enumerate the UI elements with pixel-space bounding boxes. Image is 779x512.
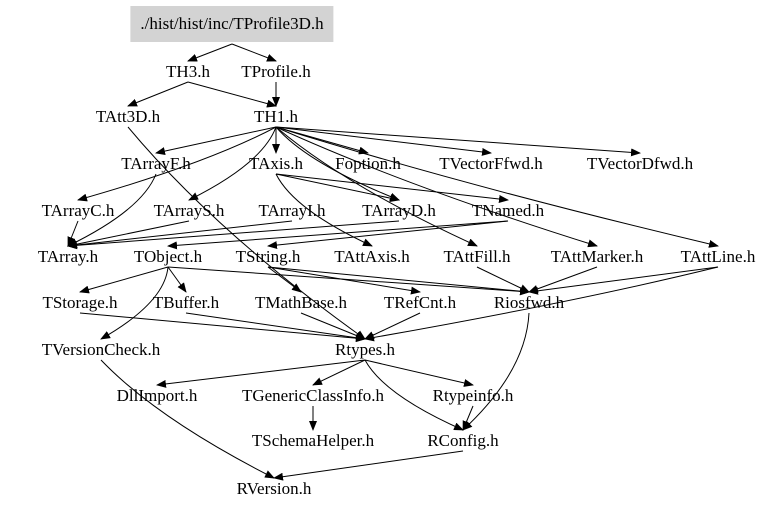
edge-rtypes-to-dll-import bbox=[156, 359, 366, 388]
node-tarray-s[interactable]: TArrayS.h bbox=[153, 201, 225, 220]
node-tversion-check[interactable]: TVersionCheck.h bbox=[41, 340, 161, 359]
node-tatt-axis[interactable]: TAttAxis.h bbox=[334, 247, 410, 266]
edge-tarray-s-to-tarray bbox=[67, 220, 190, 249]
edge-th3-to-th1 bbox=[187, 81, 277, 108]
edge-tnamed-to-tobject bbox=[167, 220, 509, 250]
node-tarray-f[interactable]: TArrayF.h bbox=[121, 154, 191, 173]
edge-rtypes-to-tgeneric-class-info bbox=[312, 359, 366, 386]
node-tnamed[interactable]: TNamed.h bbox=[471, 201, 545, 220]
edge-tprofile3-d-to-tprofile bbox=[231, 43, 277, 62]
edge-taxis-to-tnamed bbox=[275, 173, 509, 203]
edge-tatt-fill-to-riosfwd bbox=[476, 266, 530, 293]
node-rtypeinfo[interactable]: Rtypeinfo.h bbox=[432, 386, 514, 405]
node-th3[interactable]: TH3.h bbox=[166, 62, 210, 81]
node-tvector-dfwd[interactable]: TVectorDfwd.h bbox=[586, 154, 694, 173]
edge-rtypes-to-rconfig bbox=[364, 359, 464, 431]
edge-tarray-f-to-tarray bbox=[67, 173, 157, 247]
edge-tstring-to-tmath-base bbox=[267, 266, 302, 293]
node-tmath-base[interactable]: TMathBase.h bbox=[254, 293, 348, 312]
node-tarray-d[interactable]: TArrayD.h bbox=[362, 201, 436, 220]
edge-tstring-to-tref-cnt bbox=[267, 266, 421, 295]
node-tprofile3-d[interactable]: ./hist/hist/inc/TProfile3D.h bbox=[130, 6, 334, 42]
edge-th3-to-tatt3-d bbox=[127, 81, 189, 107]
node-tatt-line[interactable]: TAttLine.h bbox=[680, 247, 756, 266]
edge-tobject-to-tbuffer bbox=[167, 266, 187, 293]
node-tbuffer[interactable]: TBuffer.h bbox=[152, 293, 220, 312]
node-tarray[interactable]: TArray.h bbox=[37, 247, 99, 266]
node-tatt3-d[interactable]: TAtt3D.h bbox=[95, 107, 161, 126]
edge-tstorage-to-rtypes bbox=[79, 312, 366, 343]
edge-th1-to-tvector-dfwd bbox=[275, 126, 641, 157]
edge-taxis-to-tatt-axis bbox=[275, 173, 373, 247]
node-tref-cnt[interactable]: TRefCnt.h bbox=[383, 293, 457, 312]
node-foption[interactable]: Foption.h bbox=[335, 154, 401, 173]
edge-tarray-d-to-tarray bbox=[67, 220, 400, 250]
node-tatt-fill[interactable]: TAttFill.h bbox=[443, 247, 511, 266]
edge-tatt-marker-to-riosfwd bbox=[528, 266, 598, 293]
edge-th1-to-tarray-d bbox=[275, 126, 400, 201]
node-tgeneric-class-info[interactable]: TGenericClassInfo.h bbox=[241, 386, 385, 405]
node-rtypes[interactable]: Rtypes.h bbox=[335, 340, 395, 359]
edge-tatt3-d-to-rtypes bbox=[127, 126, 366, 340]
node-taxis[interactable]: TAxis.h bbox=[249, 154, 303, 173]
edge-rtypeinfo-to-rconfig bbox=[462, 405, 474, 431]
edge-taxis-to-tarray-d bbox=[275, 173, 400, 203]
edge-tstring-to-riosfwd bbox=[267, 266, 530, 296]
node-rversion[interactable]: RVersion.h bbox=[236, 479, 312, 498]
node-tatt-marker[interactable]: TAttMarker.h bbox=[550, 247, 644, 266]
edge-tref-cnt-to-rtypes bbox=[364, 312, 421, 340]
edge-riosfwd-to-rconfig bbox=[462, 312, 530, 431]
edge-tbuffer-to-rtypes bbox=[185, 312, 366, 342]
edge-th1-to-tatt-marker bbox=[275, 126, 598, 248]
edge-tobject-to-tstorage bbox=[79, 266, 169, 294]
node-th1[interactable]: TH1.h bbox=[254, 107, 298, 126]
edge-tmath-base-to-rtypes bbox=[300, 312, 366, 340]
edge-th1-to-tatt-fill bbox=[275, 126, 478, 247]
edge-tatt-line-to-rtypes bbox=[364, 266, 719, 342]
edge-th1-to-tarray-s bbox=[188, 126, 277, 201]
node-tobject[interactable]: TObject.h bbox=[133, 247, 203, 266]
edge-tatt-line-to-riosfwd bbox=[528, 266, 719, 295]
node-tarray-i[interactable]: TArrayI.h bbox=[258, 201, 326, 220]
edge-rtypes-to-rtypeinfo bbox=[364, 359, 474, 387]
node-rconfig[interactable]: RConfig.h bbox=[427, 431, 499, 450]
edge-tobject-to-riosfwd bbox=[167, 266, 530, 296]
node-tschema-helper[interactable]: TSchemaHelper.h bbox=[251, 431, 375, 450]
edge-th1-to-tvector-ffwd bbox=[275, 126, 492, 156]
edge-tobject-to-tversion-check bbox=[100, 266, 169, 340]
edge-tnamed-to-tstring bbox=[267, 220, 509, 250]
node-dll-import[interactable]: DllImport.h bbox=[116, 386, 198, 405]
edge-th1-to-tarray-c bbox=[77, 126, 277, 202]
edge-rconfig-to-rversion bbox=[273, 450, 464, 481]
edge-th1-to-tatt-line bbox=[275, 126, 719, 248]
node-tvector-ffwd[interactable]: TVectorFfwd.h bbox=[439, 154, 543, 173]
edge-th1-to-tarray-f bbox=[155, 126, 277, 156]
node-riosfwd[interactable]: Riosfwd.h bbox=[493, 293, 565, 312]
node-tprofile[interactable]: TProfile.h bbox=[241, 62, 311, 81]
node-tstring[interactable]: TString.h bbox=[235, 247, 301, 266]
node-tarray-c[interactable]: TArrayC.h bbox=[41, 201, 115, 220]
edge-tprofile3-d-to-th3 bbox=[187, 43, 233, 62]
node-tstorage[interactable]: TStorage.h bbox=[42, 293, 118, 312]
edge-tarray-i-to-tarray bbox=[67, 220, 293, 249]
edge-tversion-check-to-rversion bbox=[100, 359, 275, 479]
